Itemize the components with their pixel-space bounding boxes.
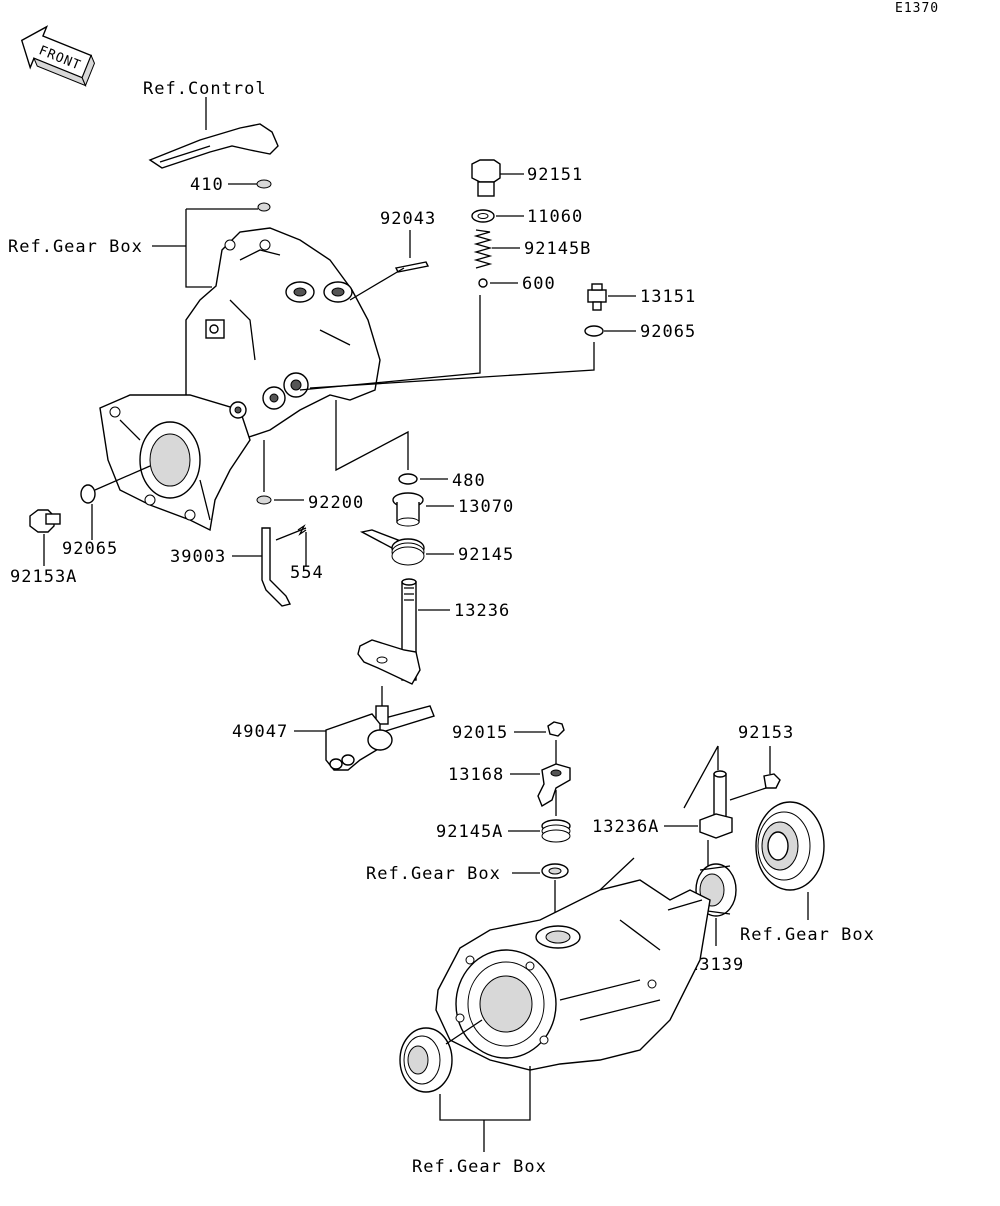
label-13236: 13236 — [454, 601, 510, 621]
gear-case-upper — [99, 227, 381, 532]
label-13236A: 13236A — [592, 817, 659, 837]
label-554: 554 — [290, 563, 324, 583]
label-13070: 13070 — [458, 497, 514, 517]
part-92153A-bolt — [29, 509, 61, 533]
part-92153-bolt — [763, 773, 781, 789]
part-seal-bottom — [399, 1027, 453, 1093]
label-410: 410 — [190, 175, 224, 195]
label-ref-gear-box-left: Ref.Gear Box — [8, 237, 143, 257]
label-92065-right: 92065 — [640, 322, 696, 342]
part-600-ball — [478, 278, 488, 288]
part-92151-plug-bolt — [471, 159, 501, 197]
label-92145: 92145 — [458, 545, 514, 565]
label-ref-control: Ref.Control — [143, 79, 267, 99]
part-13236A-shaft — [699, 770, 733, 839]
label-92145B: 92145B — [524, 239, 591, 259]
part-92065-washer-right — [584, 325, 604, 337]
label-ref-gear-box-right: Ref.Gear Box — [740, 925, 875, 945]
part-92200-washer — [256, 495, 272, 505]
label-49047: 49047 — [232, 722, 288, 742]
label-ref-gear-box-mid: Ref.Gear Box — [366, 864, 501, 884]
part-92145B-spring — [473, 229, 493, 269]
label-13151: 13151 — [640, 287, 696, 307]
part-480-circlip — [398, 473, 418, 485]
label-92065-left: 92065 — [62, 539, 118, 559]
label-13168: 13168 — [448, 765, 504, 785]
label-92151: 92151 — [527, 165, 583, 185]
part-13151-neutral-switch — [587, 283, 607, 311]
label-13139: 13139 — [688, 955, 744, 975]
part-49047-shift-fork — [325, 705, 435, 771]
part-13070-bushing — [392, 492, 424, 527]
part-13236-shift-shaft — [357, 578, 421, 685]
label-92043: 92043 — [380, 209, 436, 229]
part-410-washer — [256, 179, 272, 189]
part-92065-washer-left — [80, 484, 96, 504]
control-bracket-part — [148, 97, 279, 169]
part-bearing-right — [755, 801, 825, 891]
part-13168-arm — [537, 763, 571, 808]
diagram-code: E1370 — [895, 1, 939, 16]
front-direction-icon: FRONT — [20, 25, 96, 87]
part-554-spring — [275, 527, 307, 541]
label-11060: 11060 — [527, 207, 583, 227]
label-480: 480 — [452, 471, 486, 491]
label-92153: 92153 — [738, 723, 794, 743]
label-600: 600 — [522, 274, 556, 294]
label-92145A: 92145A — [436, 822, 503, 842]
part-92145-torsion-spring — [359, 529, 425, 566]
label-92200: 92200 — [308, 493, 364, 513]
gear-case-lower — [435, 857, 711, 1071]
part-39003-lever — [261, 527, 292, 607]
label-92015: 92015 — [452, 723, 508, 743]
label-39003: 39003 — [170, 547, 226, 567]
part-410-lower — [257, 202, 271, 212]
part-92145A-spring — [541, 819, 571, 843]
part-92015-nut — [547, 721, 565, 737]
label-ref-gear-box-bottom: Ref.Gear Box — [412, 1157, 547, 1177]
part-92043-pin — [394, 261, 430, 273]
label-92153A: 92153A — [10, 567, 77, 587]
